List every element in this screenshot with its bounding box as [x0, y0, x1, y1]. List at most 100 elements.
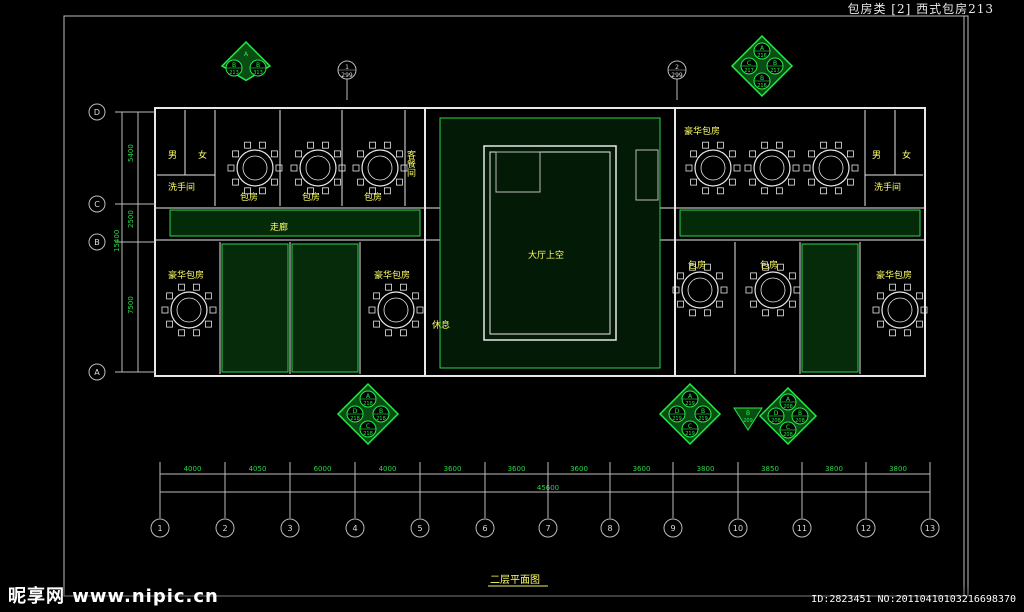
svg-text:299: 299 — [341, 72, 353, 79]
axis-number-6: 6 — [482, 524, 487, 533]
axis-letter-d: D — [94, 108, 100, 117]
round-table — [368, 283, 424, 337]
watermark-bar — [0, 584, 1024, 612]
label-male: 男 — [168, 150, 177, 161]
label-lux-tr: 豪华包房 — [684, 125, 720, 137]
svg-text:217: 217 — [744, 68, 754, 74]
label-lux-tl: 豪华包房 — [168, 269, 204, 281]
svg-text:B: B — [379, 408, 383, 415]
axis-bubble-3: 3 — [280, 462, 300, 538]
axis-bubble-11: 11 — [792, 462, 812, 538]
svg-text:1: 1 — [345, 64, 349, 71]
svg-text:B: B — [746, 410, 750, 417]
hdim-4: 4000 — [379, 465, 397, 473]
lounge-a — [221, 243, 289, 373]
svg-text:219: 219 — [685, 401, 695, 407]
axis-letter-b: B — [94, 238, 100, 247]
atrium-label: 大厅上空 — [528, 249, 564, 261]
dining-tables — [161, 141, 928, 337]
svg-text:A: A — [786, 396, 791, 403]
label-wash-left: 洗手间 — [168, 181, 195, 193]
axis-bubble-4: 4 — [345, 462, 365, 538]
svg-text:219: 219 — [685, 431, 695, 437]
vdim-1: 5400 — [127, 144, 135, 162]
svg-text:216: 216 — [757, 83, 767, 89]
watermark-id: ID:2823451 NO:20110410103216698370 — [811, 594, 1016, 605]
vdim-3: 7500 — [127, 296, 135, 314]
room-labels: 男 女 洗手间 包房 包房 包房 客餐间 豪华包房 豪华包房 休息 豪华包房 男… — [168, 125, 912, 331]
label-female-r: 女 — [902, 149, 911, 161]
vertical-dims: 5400 2500 7500 15400 — [113, 144, 135, 314]
svg-text:299: 299 — [671, 72, 683, 79]
label-guest-room: 客餐间 — [405, 149, 416, 178]
hdim-2: 4050 — [249, 465, 267, 473]
label-private2: 包房 — [302, 191, 320, 203]
hdim-9: 3800 — [697, 465, 715, 473]
label-lounge: 休息 — [432, 319, 450, 331]
svg-text:D: D — [353, 408, 358, 415]
axis-bubble-10: 10 — [728, 462, 748, 538]
corridor-right — [679, 209, 921, 237]
svg-text:313: 313 — [253, 70, 263, 76]
hdim-8: 3600 — [633, 465, 651, 473]
label-male-r: 男 — [872, 150, 881, 161]
axis-bubble-8: 8 — [600, 462, 620, 538]
svg-text:2: 2 — [675, 64, 679, 71]
vertical-axes — [88, 103, 155, 381]
round-table — [745, 263, 801, 317]
hdim-11: 3800 — [825, 465, 843, 473]
svg-text:C: C — [688, 423, 692, 430]
axis-number-7: 7 — [545, 524, 550, 533]
axis-number-9: 9 — [670, 524, 675, 533]
svg-text:218: 218 — [350, 416, 360, 422]
svg-text:217: 217 — [770, 68, 780, 74]
hdim-1: 4000 — [184, 465, 202, 473]
corridor-label: 走廊 — [270, 221, 288, 233]
lounge-c — [801, 243, 859, 373]
axis-number-1: 1 — [157, 524, 162, 533]
svg-text:D: D — [774, 410, 779, 417]
axis-letter-c: C — [94, 200, 100, 209]
svg-text:208: 208 — [795, 418, 805, 424]
svg-text:B: B — [760, 75, 764, 82]
svg-text:B: B — [798, 410, 802, 417]
round-table — [803, 141, 859, 195]
label-pr-b: 包房 — [760, 259, 778, 271]
svg-text:C: C — [786, 424, 790, 431]
hdim-3: 6000 — [314, 465, 332, 473]
label-private1: 包房 — [240, 191, 258, 203]
svg-text:C: C — [747, 60, 751, 67]
svg-text:209: 209 — [743, 418, 753, 424]
svg-text:208: 208 — [771, 418, 781, 424]
axis-number-5: 5 — [417, 524, 422, 533]
axis-number-10: 10 — [733, 524, 743, 533]
axis-bubble-13: 13 — [920, 462, 940, 538]
round-table — [685, 141, 741, 195]
axis-bubble-6: 6 — [475, 462, 495, 538]
axis-bubble-12: 12 — [856, 462, 876, 538]
axis-bubble-5: 5 — [410, 462, 430, 538]
round-table — [872, 283, 928, 337]
hdim-12: 3800 — [889, 465, 907, 473]
round-table — [227, 141, 283, 195]
svg-text:B: B — [701, 408, 705, 415]
title-block: 包房类 [2] 西式包房213 — [847, 2, 994, 16]
svg-text:B: B — [773, 60, 777, 67]
svg-text:213: 213 — [229, 70, 239, 76]
svg-text:D: D — [675, 408, 680, 415]
top-left-partitions — [157, 110, 923, 374]
hdim-7: 3600 — [570, 465, 588, 473]
svg-text:218: 218 — [376, 416, 386, 422]
round-table — [290, 141, 346, 195]
axis-letters: D C B A — [94, 108, 100, 377]
